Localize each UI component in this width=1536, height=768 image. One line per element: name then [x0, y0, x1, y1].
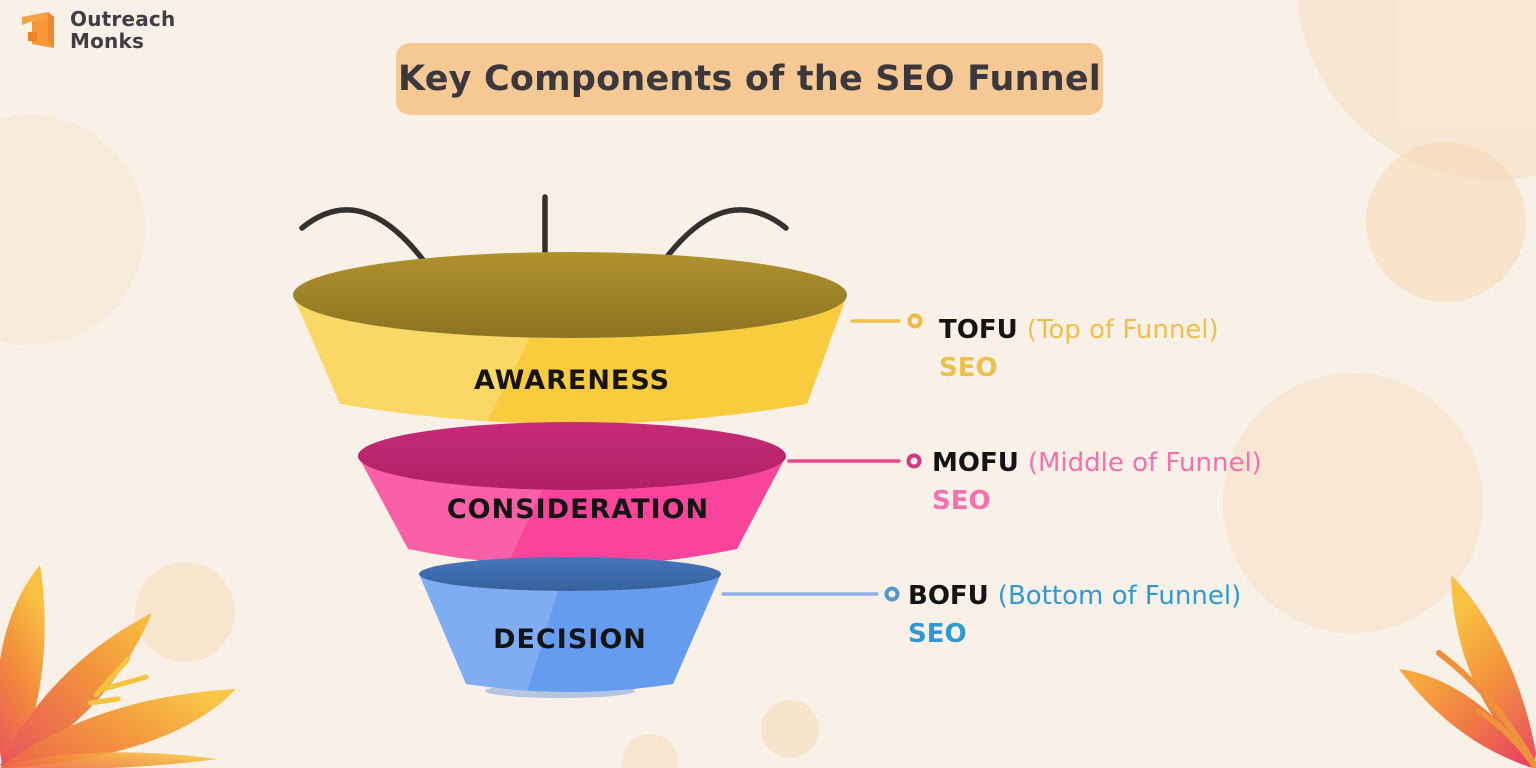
funnel-stage-decision-top: [419, 557, 721, 591]
tofu-paren: (Top of Funnel): [1026, 315, 1219, 345]
bullet-ring-bofu: [884, 586, 900, 602]
brand-name: Outreach Monks: [70, 8, 175, 52]
mofu-abbr: MOFU: [932, 448, 1019, 478]
funnel-stage-consideration-top: [358, 422, 786, 490]
bofu-seo: SEO: [908, 619, 967, 649]
brand-line1: Outreach: [70, 7, 176, 31]
tofu-abbr: TOFU: [939, 315, 1018, 345]
bullet-ring-tofu: [907, 313, 923, 329]
legend-item-bofu: BOFU (Bottom of Funnel) SEO: [908, 577, 1241, 653]
bg-circle-bottom-center-2: [761, 700, 819, 758]
funnel-stage-decision-body: [419, 574, 721, 692]
brand-line2: Monks: [70, 29, 145, 53]
bofu-abbr: BOFU: [908, 581, 989, 611]
funnel-stage-awareness-top: [293, 252, 847, 338]
legend-item-mofu: MOFU (Middle of Funnel) SEO: [932, 444, 1262, 520]
tofu-seo: SEO: [939, 353, 998, 383]
bg-circle-right-mid: [1366, 142, 1526, 302]
stage-label-consideration: CONSIDERATION: [446, 494, 710, 525]
bullet-ring-mofu: [906, 453, 922, 469]
title-banner: Key Components of the SEO Funnel: [396, 43, 1103, 115]
mofu-paren: (Middle of Funnel): [1027, 448, 1262, 478]
mofu-seo: SEO: [932, 486, 991, 516]
legend-item-tofu: TOFU (Top of Funnel) SEO: [939, 311, 1219, 387]
bofu-paren: (Bottom of Funnel): [997, 581, 1242, 611]
funnel-stage-awareness-body: [293, 295, 847, 424]
bg-circle-left-mid: [135, 562, 235, 662]
funnel-stage-consideration-body: [358, 456, 786, 566]
leaf-decoration-right: [1399, 575, 1536, 768]
inflow-arrow-left: [299, 207, 443, 284]
page-title: Key Components of the SEO Funnel: [398, 59, 1101, 99]
stage-label-awareness: AWARENESS: [473, 365, 671, 396]
leaf-decoration-left: [0, 565, 236, 768]
bg-circle-bottom-right: [1223, 373, 1483, 633]
stage-label-decision: DECISION: [493, 624, 647, 655]
bofu-line1: BOFU (Bottom of Funnel): [908, 577, 1241, 615]
logo-icon: [22, 12, 54, 48]
outreach-monks-logo: Outreach Monks: [20, 8, 175, 52]
mofu-line1: MOFU (Middle of Funnel): [932, 444, 1262, 482]
tofu-line1: TOFU (Top of Funnel): [939, 311, 1219, 349]
